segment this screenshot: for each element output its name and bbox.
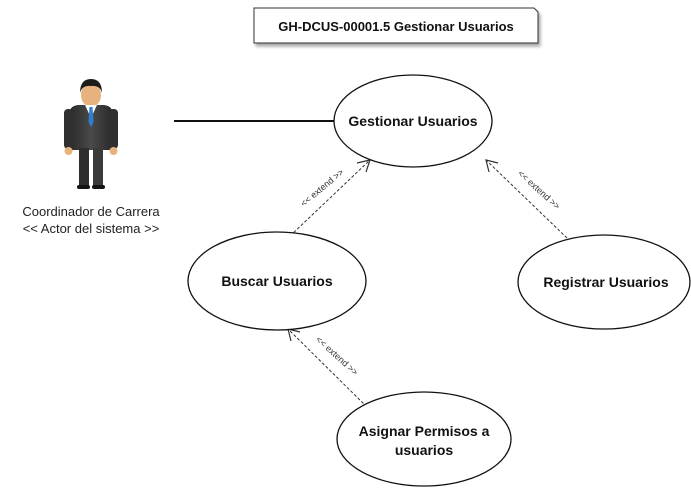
actor-stereotype: << Actor del sistema >> bbox=[23, 221, 160, 236]
extend-asignar-buscar: << extend >> bbox=[287, 328, 368, 408]
diagram-title: GH-DCUS-00001.5 Gestionar Usuarios bbox=[278, 19, 514, 34]
use-case-registrar-usuarios[interactable]: Registrar Usuarios bbox=[517, 234, 691, 330]
extend-registrar-gestionar: << extend >> bbox=[485, 159, 568, 239]
extend-label: << extend >> bbox=[516, 168, 562, 211]
extend-line bbox=[289, 159, 371, 237]
use-case-buscar-usuarios[interactable]: Buscar Usuarios bbox=[187, 231, 367, 331]
actor: Coordinador de Carrera << Actor del sist… bbox=[22, 79, 160, 236]
extend-label: << extend >> bbox=[314, 334, 360, 377]
use-case-label-line2: usuarios bbox=[395, 442, 454, 458]
extend-line bbox=[287, 328, 368, 408]
extend-line bbox=[485, 159, 568, 239]
actor-name: Coordinador de Carrera bbox=[22, 204, 160, 219]
use-case-asignar-permisos[interactable]: Asignar Permisos a usuarios bbox=[336, 391, 512, 487]
diagram-title-box: GH-DCUS-00001.5 Gestionar Usuarios bbox=[253, 7, 539, 44]
extend-arrowhead bbox=[485, 159, 499, 173]
use-case-label: Gestionar Usuarios bbox=[348, 113, 477, 129]
extend-label: << extend >> bbox=[299, 167, 346, 209]
use-case-label: Registrar Usuarios bbox=[543, 274, 668, 290]
person-icon bbox=[64, 79, 118, 189]
use-case-label: Buscar Usuarios bbox=[221, 273, 332, 289]
use-case-label-line1: Asignar Permisos a bbox=[359, 423, 490, 439]
use-case-gestionar-usuarios[interactable]: Gestionar Usuarios bbox=[333, 74, 493, 168]
extend-buscar-gestionar: << extend >> bbox=[289, 159, 371, 237]
